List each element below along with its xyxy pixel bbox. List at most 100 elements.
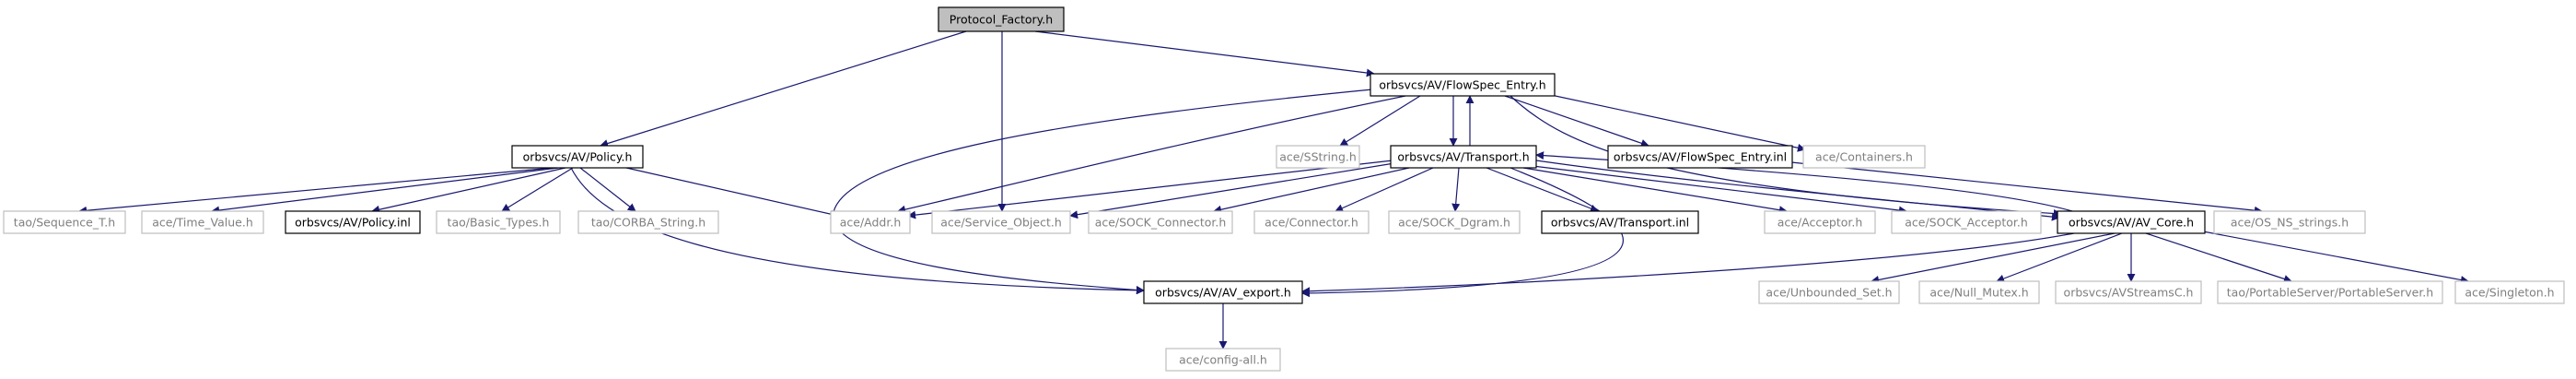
- edge-policy_h-to-basic_types_h: [501, 167, 574, 212]
- node-box: [285, 210, 421, 234]
- node-box: [938, 6, 1065, 32]
- node-unbounded-set-h: ace/Unbounded_Set.h: [1758, 280, 1900, 304]
- node-box: [1388, 210, 1521, 234]
- node-label: orbsvcs/AV/Policy.inl: [295, 216, 411, 230]
- node-box: [2057, 210, 2206, 234]
- node-av-export-h[interactable]: orbsvcs/AV/AV_export.h: [1143, 280, 1303, 304]
- node-box: [2217, 280, 2443, 304]
- node-box: [436, 210, 561, 234]
- edge-av_core_h-to-portableserver_h: [2145, 232, 2292, 283]
- edge-transport_h-to-sock_dgram_h: [1451, 167, 1461, 212]
- node-transport-inl[interactable]: orbsvcs/AV/Transport.inl: [1541, 210, 1699, 234]
- edge-protocol_factory-to-policy_h: [600, 30, 967, 148]
- edge-policy_h-to-policy_inl: [371, 167, 566, 214]
- edge-transport_h-to-acceptor_h: [1522, 167, 1788, 215]
- node-box: [931, 210, 1071, 234]
- node-box: [1918, 280, 2040, 304]
- node-protocol-factory[interactable]: Protocol_Factory.h: [938, 6, 1065, 32]
- node-label: ace/SString.h: [1279, 150, 1357, 164]
- node-config-all-h: ace/config-all.h: [1165, 348, 1281, 372]
- node-box: [830, 210, 911, 234]
- node-label: orbsvcs/AV/FlowSpec_Entry.h: [1379, 78, 1545, 92]
- node-flowspec-entry-h[interactable]: orbsvcs/AV/FlowSpec_Entry.h: [1370, 73, 1556, 97]
- node-label: ace/Connector.h: [1265, 216, 1358, 230]
- node-box: [511, 145, 644, 169]
- edge-transport_h-to-av_core_h: [1535, 160, 2060, 221]
- edge-flowspec_entry_h-to-containers_h: [1550, 94, 1806, 152]
- node-label: tao/PortableServer/PortableServer.h: [2227, 286, 2433, 300]
- node-null-mutex-h: ace/Null_Mutex.h: [1918, 280, 2040, 304]
- node-transport-h[interactable]: orbsvcs/AV/Transport.h: [1390, 145, 1537, 169]
- edge-av_core_h-to-null_mutex_h: [1996, 232, 2123, 283]
- node-box: [1891, 210, 2042, 234]
- node-portableserver-h: tao/PortableServer/PortableServer.h: [2217, 280, 2443, 304]
- edge-flowspec_entry_h-to-av_export_h: [833, 89, 1373, 294]
- node-layer: Protocol_Factory.h orbsvcs/AV/Policy.h orb…: [3, 6, 2565, 372]
- edge-policy_h-to-av_export_h: [570, 167, 1145, 295]
- node-os-ns-strings-h: ace/OS_NS_strings.h: [2213, 210, 2366, 234]
- node-policy-inl[interactable]: orbsvcs/AV/Policy.inl: [285, 210, 421, 234]
- node-box: [1088, 210, 1233, 234]
- node-label: ace/SOCK_Dgram.h: [1398, 216, 1510, 230]
- node-label: tao/CORBA_String.h: [591, 216, 705, 230]
- node-box: [1764, 210, 1876, 234]
- edge-av_core_h-to-singleton_h: [2202, 231, 2469, 284]
- node-corba-string-h: tao/CORBA_String.h: [577, 210, 719, 234]
- node-box: [1276, 145, 1360, 169]
- node-acceptor-h: ace/Acceptor.h: [1764, 210, 1876, 234]
- edge-transport_h-to-sock_connector_h: [1213, 167, 1410, 214]
- edge-protocol_factory-to-flowspec_entry_h: [1034, 30, 1375, 77]
- node-policy-h[interactable]: orbsvcs/AV/Policy.h: [511, 145, 644, 169]
- node-box: [2454, 280, 2565, 304]
- node-time-value-h: ace/Time_Value.h: [141, 210, 264, 234]
- edge-av_core_h-to-unbounded_set_h: [1871, 232, 2116, 284]
- node-label: Protocol_Factory.h: [950, 13, 1053, 27]
- node-label: orbsvcs/AVStreamsC.h: [2064, 286, 2194, 300]
- node-label: ace/Unbounded_Set.h: [1766, 286, 1892, 300]
- node-box: [1390, 145, 1537, 169]
- node-singleton-h: ace/Singleton.h: [2454, 280, 2565, 304]
- edge-av_core_h-to-av_export_h: [1301, 232, 2075, 296]
- edge-flowspec_entry_h-to-sstring_h: [1339, 95, 1421, 147]
- edge-layer: [78, 30, 2469, 349]
- node-avstreamsc-h: orbsvcs/AVStreamsC.h: [2055, 280, 2202, 304]
- node-label: tao/Basic_Types.h: [448, 216, 550, 230]
- node-flowspec-entry-inl[interactable]: orbsvcs/AV/FlowSpec_Entry.inl: [1607, 145, 1793, 169]
- edge-policy_h-to-time_value_h: [211, 167, 559, 215]
- node-label: ace/Containers.h: [1815, 150, 1913, 164]
- node-sock-acceptor-h: ace/SOCK_Acceptor.h: [1891, 210, 2042, 234]
- node-label: orbsvcs/AV/FlowSpec_Entry.inl: [1614, 150, 1787, 164]
- edge-transport_h-to-av_export_h: [1301, 167, 1624, 298]
- node-label: orbsvcs/AV/Transport.h: [1397, 150, 1529, 164]
- node-label: ace/SOCK_Connector.h: [1095, 216, 1227, 230]
- node-label: orbsvcs/AV/Transport.inl: [1551, 216, 1689, 230]
- node-service-object-h: ace/Service_Object.h: [931, 210, 1071, 234]
- node-label: ace/Addr.h: [840, 216, 902, 230]
- node-sock-dgram-h: ace/SOCK_Dgram.h: [1388, 210, 1521, 234]
- edge-transport_h-to-transport_inl: [1486, 167, 1599, 213]
- node-box: [1541, 210, 1699, 234]
- node-sequence-t-h: tao/Sequence_T.h: [3, 210, 126, 234]
- node-label: ace/Null_Mutex.h: [1929, 286, 2028, 300]
- edge-transport_h-to-sock_acceptor_h: [1532, 165, 1907, 215]
- node-addr-h: ace/Addr.h: [830, 210, 911, 234]
- edge-flowspec_entry_h-to-addr_h: [897, 95, 1406, 214]
- node-box: [1758, 280, 1900, 304]
- node-label: orbsvcs/AV/Policy.h: [523, 150, 633, 164]
- edge-flowspec_entry_inl-to-os_ns_strings_h: [1790, 161, 2263, 215]
- node-label: orbsvcs/AV/AV_Core.h: [2069, 216, 2194, 230]
- edge-transport_h-to-addr_h: [907, 160, 1393, 219]
- node-label: ace/Service_Object.h: [940, 216, 1062, 230]
- node-box: [1253, 210, 1370, 234]
- edge-policy_h-to-sequence_t_h: [78, 167, 554, 215]
- node-label: ace/SOCK_Acceptor.h: [1905, 216, 2028, 230]
- node-label: tao/Sequence_T.h: [14, 216, 115, 230]
- edge-policy_h-to-corba_string_h: [579, 167, 636, 212]
- node-label: ace/config-all.h: [1179, 353, 1267, 367]
- node-box: [1802, 145, 1926, 169]
- node-box: [1143, 280, 1303, 304]
- edge-transport_h-to-service_object_h: [1069, 162, 1395, 219]
- node-sock-connector-h: ace/SOCK_Connector.h: [1088, 210, 1233, 234]
- edge-flowspec_entry_h-to-flowspec_entry_inl: [1504, 95, 1649, 148]
- node-av-core-h[interactable]: orbsvcs/AV/AV_Core.h: [2057, 210, 2206, 234]
